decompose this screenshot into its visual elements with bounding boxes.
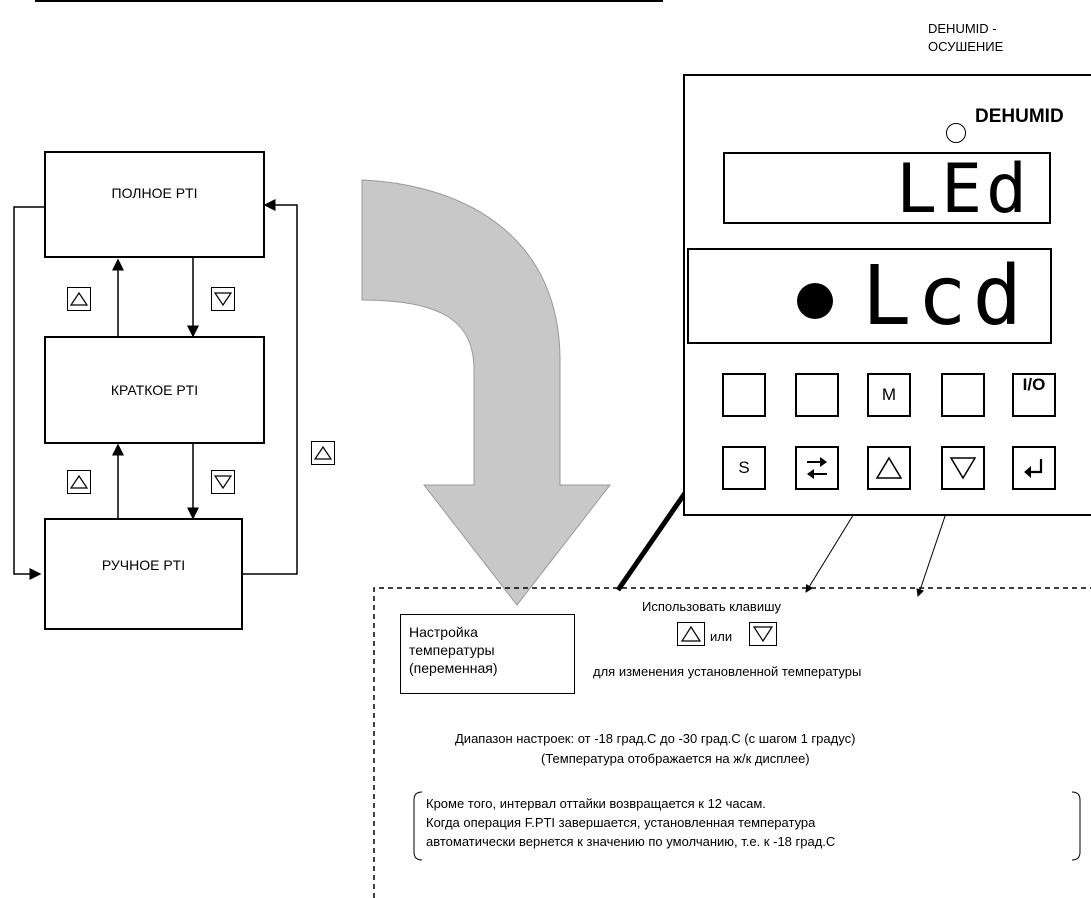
down-triangle-icon [752,626,774,643]
short-pti-box: КРАТКОЕ PTI [44,336,265,444]
setting-box-line2: температуры [409,642,495,658]
extra-line1: Кроме того, интервал оттайки возвращаетс… [426,796,766,811]
note-down-key [749,622,777,646]
loop-left-line [13,206,44,580]
top-rule [35,0,663,2]
full-pti-label: ПОЛНОЕ PTI [111,184,198,201]
key-down[interactable] [941,446,985,490]
short-pti-label: КРАТКОЕ PTI [110,382,199,398]
note-border [373,587,1091,898]
setting-box: Настройка температуры (переменная) [400,614,575,694]
key-blank-2[interactable] [795,373,839,417]
key-m[interactable]: M [867,373,911,417]
manual-pti-label: РУЧНОЕ PTI [101,557,186,573]
or-text: или [710,629,733,644]
flow-down-key-2 [211,470,235,494]
upper-display-text: LEd [896,150,1031,229]
up-triangle-icon [680,625,702,642]
down-triangle-icon [949,457,977,480]
extra-line2: Когда операция F.PTI завершается, устано… [426,815,816,830]
lower-display: Lcd [687,248,1052,344]
for-change-text: для изменения установленной температуры [593,664,862,679]
manual-pti-box: РУЧНОЕ PTI [44,518,243,630]
key-swap[interactable] [795,446,839,490]
key-power[interactable]: I/O [1012,373,1056,417]
loop-right-line [243,199,298,575]
up-triangle-icon [875,456,903,479]
note-up-key [677,622,705,646]
right-bracket [1071,791,1081,861]
up-triangle-icon [69,474,89,489]
swap-arrows-icon [807,457,827,479]
range-line2: (Температура отображается на ж/к дисплее… [541,751,810,766]
up-triangle-icon [69,291,89,306]
key-enter[interactable] [1012,446,1056,490]
down-triangle-icon [213,475,233,490]
decimal-dot [797,283,833,319]
mode-label-line1: DEHUMID - [928,21,997,36]
lower-display-text: Lcd [861,249,1028,344]
key-s[interactable]: S [722,446,766,490]
mode-label-line2: ОСУШЕНИЕ [928,39,1004,54]
setting-box-line1: Настройка [409,624,478,640]
up-triangle-icon [313,445,333,460]
big-curved-arrow [361,179,612,606]
down-triangle-icon [213,292,233,307]
upper-display: LEd [723,152,1051,228]
key-blank-1[interactable] [722,373,766,417]
dehumid-indicator-label: DEHUMID [975,106,1064,127]
dehumid-indicator-led [946,123,966,143]
enter-icon [1024,459,1043,478]
left-bracket [413,791,423,861]
full-pti-box: ПОЛНОЕ PTI [44,151,265,258]
range-line1: Диапазон настроек: от -18 град.С до -30 … [455,731,856,746]
key-blank-3[interactable] [941,373,985,417]
key-up[interactable] [867,446,911,490]
setting-box-line3: (переменная) [409,660,498,676]
extra-line3: автоматически вернется к значению по умо… [426,834,836,849]
flow-up-key-2 [67,470,91,494]
flow-up-key-1 [67,287,91,311]
flow-down-key-1 [211,287,235,311]
flow-up-key-3 [311,441,335,465]
use-key-text: Использовать клавишу [642,599,782,614]
